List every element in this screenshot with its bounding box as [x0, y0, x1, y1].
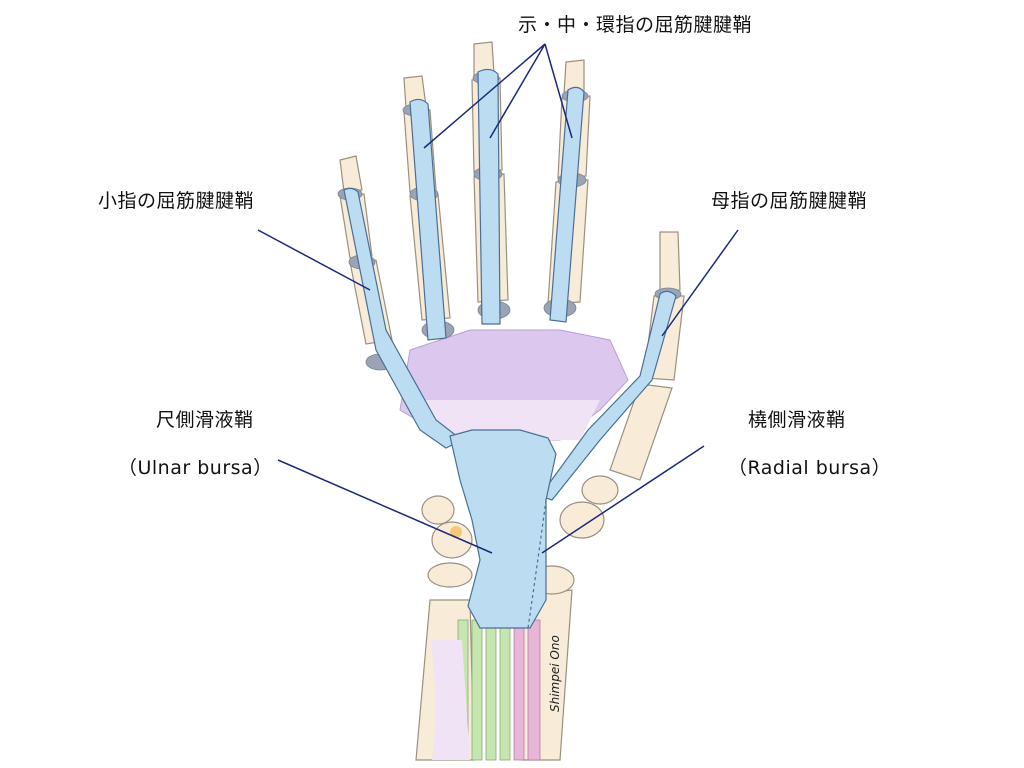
label-little-finger-sheath: 小指の屈筋腱腱鞘: [98, 190, 255, 212]
leader-lines: [257, 43, 739, 554]
palm-muscles: [399, 329, 629, 441]
label-ulnar-bursa-en: （Ulnar bursa）: [118, 457, 273, 479]
ring-finger-sheath: [409, 98, 447, 341]
radial-bursa-boundary: [527, 499, 547, 629]
label-radial-bursa: 橈側滑液鞘: [748, 409, 846, 431]
label-ulnar-bursa: 尺側滑液鞘: [156, 409, 254, 431]
little-finger-sheath: [343, 187, 464, 449]
digital-tendon-sheaths: [343, 68, 677, 501]
forearm-tendons: [430, 619, 541, 761]
ulnar-bursa-shape: [449, 429, 557, 629]
middle-finger-sheath: [477, 68, 501, 325]
label-thumb-sheath: 母指の屈筋腱腱鞘: [711, 190, 868, 212]
synovial-bursae: [449, 429, 557, 629]
index-finger-sheath: [549, 86, 585, 323]
artist-signature: Shimpei Ono: [548, 635, 562, 712]
label-index-middle-ring-sheath: 示・中・環指の屈筋腱腱鞘: [518, 14, 753, 36]
label-radial-bursa-en: （Radial bursa）: [728, 457, 892, 479]
